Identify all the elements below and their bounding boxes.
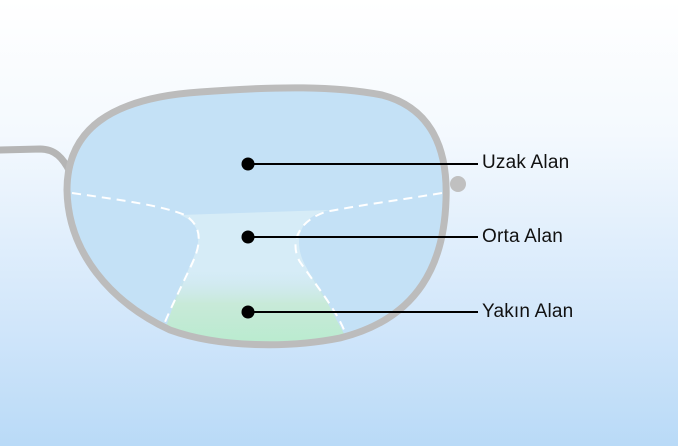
- label-intermediate-zone: Orta Alan: [482, 226, 564, 247]
- zone-boundary-right: [294, 192, 443, 336]
- temple-arm: [0, 145, 74, 176]
- leader-intermediate: [241, 230, 478, 244]
- label-near-zone: Yakın Alan: [482, 301, 574, 322]
- lens-frame: [63, 84, 450, 349]
- zone-boundary-left: [71, 192, 200, 336]
- near-zone: [160, 270, 350, 345]
- hinge: [450, 176, 466, 192]
- leader-far: [241, 157, 478, 171]
- leader-near: [241, 305, 478, 319]
- label-far-zone: Uzak Alan: [482, 152, 570, 173]
